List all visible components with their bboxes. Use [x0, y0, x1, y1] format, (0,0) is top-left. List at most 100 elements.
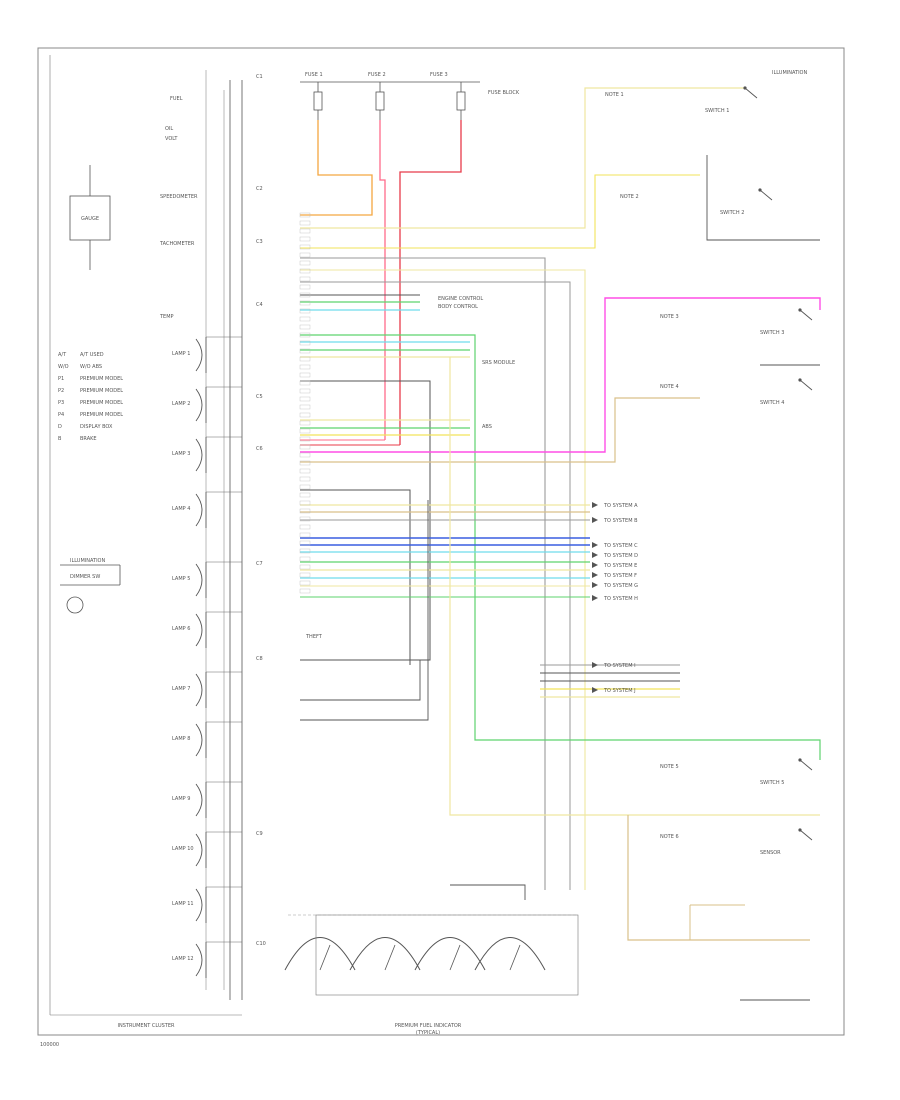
wire-tag-24 — [299, 404, 311, 410]
wire-tag-18 — [299, 356, 311, 362]
conn-label-6: C7 — [256, 561, 263, 567]
wire-tag-42 — [299, 548, 311, 554]
switch-blade-4 — [799, 759, 813, 771]
wire-tag-19 — [299, 364, 311, 370]
lamp-label-8: LAMP 9 — [172, 796, 190, 802]
lamp-label-10: LAMP 11 — [172, 901, 194, 907]
lamp-label-5: LAMP 6 — [172, 626, 190, 632]
arrow-label-1: TO SYSTEM B — [603, 518, 638, 524]
wire-tag-10 — [299, 292, 311, 298]
lamp-label-11: LAMP 12 — [172, 956, 194, 962]
wire-tag-41 — [299, 540, 311, 546]
arrow-head-2 — [592, 542, 598, 548]
conn-label-0: C1 — [256, 74, 263, 80]
fuse-group: FUSE 1 FUSE 2 FUSE 3 FUSE BLOCK — [300, 72, 520, 120]
lamp-label-9: LAMP 10 — [172, 846, 194, 852]
top-gauges: GAUGE — [69, 165, 111, 270]
switch-pivot-1 — [758, 188, 762, 192]
wire-pink-1 — [379, 120, 386, 440]
wire-tag-5 — [299, 252, 311, 258]
arrow-label-9: TO SYSTEM J — [603, 688, 636, 694]
switch-note-0: NOTE 1 — [605, 92, 624, 98]
legend-code-2: P1 — [58, 376, 64, 382]
wire-tag-45 — [299, 572, 311, 578]
lamp-8 — [195, 783, 203, 817]
arrow-head-1 — [592, 517, 598, 523]
legend-text-0: A/T USED — [80, 352, 104, 358]
center-block-2: SRS MODULE — [482, 360, 515, 366]
wire-tag-20 — [299, 372, 311, 378]
lamp-label-4: LAMP 5 — [172, 576, 190, 582]
wire-m-1 — [300, 297, 821, 453]
bottom-caption-2: (TYPICAL) — [416, 1030, 440, 1036]
wire-b-7 — [300, 500, 429, 721]
gauge-label-2: TACHOMETER — [159, 241, 195, 247]
switch-pivot-2 — [798, 308, 802, 312]
wire-grey-1 — [300, 257, 546, 890]
gauge-needle-3 — [509, 944, 521, 971]
lamp-11 — [195, 943, 203, 977]
switch-pivot-4 — [798, 758, 802, 762]
legend-code-7: B — [58, 436, 62, 442]
page-number: 100000 — [40, 1042, 59, 1048]
legend-text-4: PREMIUM MODEL — [80, 400, 123, 406]
switch-blade-0 — [744, 87, 758, 99]
switch-blade-2 — [799, 309, 813, 321]
arrow-label-5: TO SYSTEM F — [603, 573, 637, 579]
wire-tag-17 — [299, 348, 311, 354]
wire-b-8 — [706, 155, 820, 241]
conn-label-3: C4 — [256, 302, 263, 308]
wire-orange-1 — [300, 120, 373, 216]
cluster-bus — [205, 70, 243, 1000]
switch-note-2: NOTE 3 — [660, 314, 679, 320]
gauge-arc-1 — [349, 937, 421, 971]
wire-tag-16 — [299, 340, 311, 346]
lamp-4 — [195, 563, 203, 597]
switch-note-5: NOTE 6 — [660, 834, 679, 840]
center-block-3: ABS — [482, 424, 492, 430]
arrow-head-8 — [592, 662, 598, 668]
arrow-label-6: TO SYSTEM G — [603, 583, 638, 589]
bottom-caption-1: PREMIUM FUEL INDICATOR — [395, 1023, 462, 1029]
fuse-note: FUSE BLOCK — [488, 90, 520, 96]
wire-tag-37 — [299, 508, 311, 514]
gauge-arc-0 — [284, 937, 356, 971]
cluster-caption: INSTRUMENT CLUSTER — [118, 1023, 176, 1029]
wire-tag-8 — [299, 276, 311, 282]
switch-label-5: SENSOR — [760, 850, 781, 856]
legend-text-2: PREMIUM MODEL — [80, 376, 123, 382]
arrow-head-5 — [592, 572, 598, 578]
gauge-box-label: GAUGE — [81, 216, 99, 222]
arrow-label-3: TO SYSTEM D — [603, 553, 638, 559]
switch-pivot-5 — [798, 828, 802, 832]
wire-tag-25 — [299, 412, 311, 418]
wire-tag-22 — [299, 388, 311, 394]
wire-b-11 — [450, 884, 526, 900]
lamp-2 — [195, 438, 203, 472]
wire-tag-28 — [299, 436, 311, 442]
wire-tag-9 — [299, 284, 311, 290]
diagram-frame — [37, 47, 845, 1036]
center-block-0: ENGINE CONTROL — [438, 296, 483, 302]
lamp-3 — [195, 493, 203, 527]
legend-code-1: W/O — [58, 364, 69, 370]
arrow-head-9 — [592, 687, 598, 693]
wire-tag-39 — [299, 524, 311, 530]
illum-sub: DIMMER SW — [70, 574, 100, 580]
wire-tag-32 — [299, 468, 311, 474]
wire-tag-47 — [299, 588, 311, 594]
conn-label-1: C2 — [256, 186, 263, 192]
wire-tag-44 — [299, 564, 311, 570]
conn-label-5: C6 — [256, 446, 263, 452]
arrow-label-0: TO SYSTEM A — [603, 503, 638, 509]
lamp-5 — [195, 613, 203, 647]
gauge-enclosure — [315, 914, 579, 996]
wire-y-1 — [300, 174, 700, 249]
fuse-label-1: FUSE 2 — [368, 72, 386, 78]
arrow-head-4 — [592, 562, 598, 568]
wire-harness — [300, 87, 821, 1001]
legend-code-6: D — [58, 424, 62, 430]
wire-tag-4 — [299, 244, 311, 250]
arrow-label-4: TO SYSTEM E — [603, 563, 637, 569]
corner-note: ILLUMINATION — [772, 70, 807, 76]
